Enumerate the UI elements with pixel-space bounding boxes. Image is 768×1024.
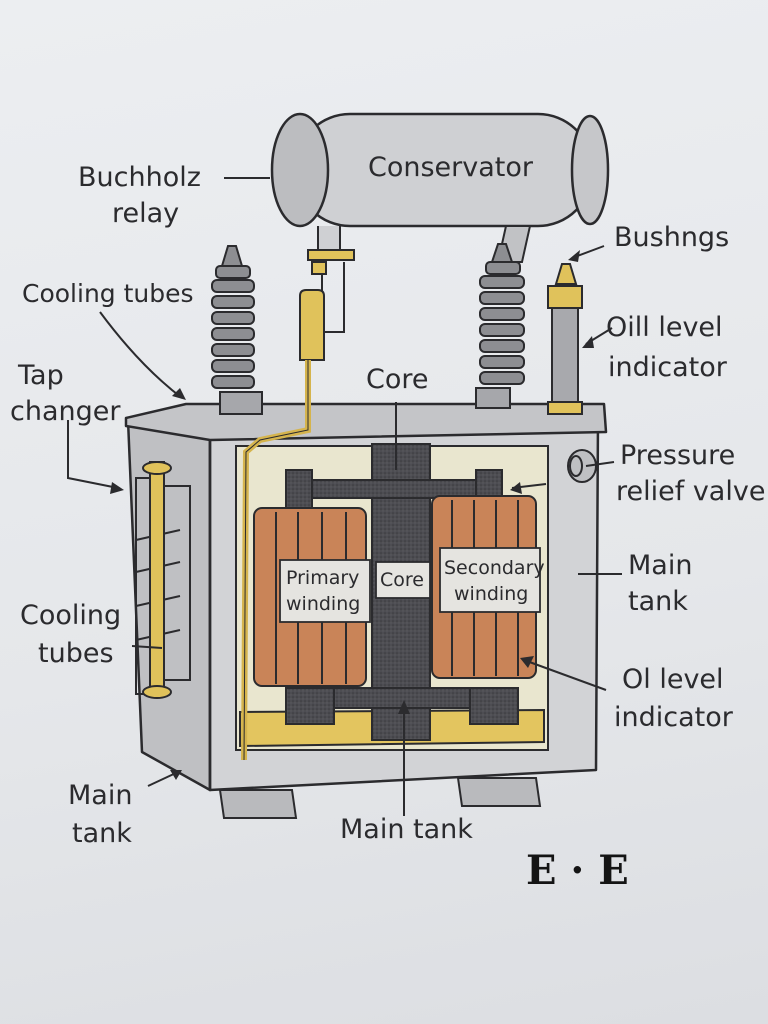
- tap-changer: [142, 461, 172, 699]
- secondary-winding-label-line2: winding: [454, 583, 528, 605]
- conservator: [270, 112, 610, 228]
- oil-level-indicator-top: [547, 263, 583, 415]
- buchholz-relay-label-line1: Buchholz: [78, 162, 201, 193]
- core-inner-label: Core: [380, 569, 424, 591]
- primary-winding-label-line1: Primary: [286, 567, 359, 589]
- primary-winding-label-line2: winding: [286, 593, 360, 615]
- buchholz-relay: [241, 249, 355, 761]
- oil-level-indicator-right-label-line2: indicator: [614, 702, 734, 733]
- core-top-label: Core: [366, 364, 429, 395]
- buchholz-relay-label-line2: relay: [112, 198, 179, 229]
- secondary-winding-label-line1: Secondary: [444, 557, 545, 579]
- pressure-relief-valve: [567, 449, 597, 483]
- arrow-heads: [110, 250, 594, 780]
- signature: E · E: [526, 847, 629, 894]
- oil-level-indicator-right-label-line1: Ol level: [622, 664, 724, 695]
- tap-changer-label-line2: changer: [10, 396, 121, 427]
- oil-level-indicator-top-label-line2: indicator: [608, 352, 728, 383]
- main-tank-left-label-line1: Main: [68, 780, 132, 811]
- cooling-tubes-left-label-line2: tubes: [38, 638, 114, 669]
- base-feet: [218, 777, 542, 819]
- bushings-label: Bushngs: [614, 222, 729, 253]
- conservator-label: Conservator: [368, 152, 534, 183]
- cooling-tubes-top-label: Cooling tubes: [22, 279, 194, 308]
- oil-level-indicator-top-label-line1: Oill level: [606, 312, 723, 343]
- pressure-relief-valve-label-line2: relief valve: [616, 476, 765, 507]
- cooling-tubes-left-label-line1: Cooling: [20, 600, 121, 631]
- tap-changer-label-line1: Tap: [17, 360, 64, 391]
- main-tank-left-label-line2: tank: [72, 818, 132, 849]
- inner-label-boxes: [279, 547, 541, 623]
- main-tank-right-label-line2: tank: [628, 586, 688, 617]
- bushing-left: [211, 245, 263, 415]
- main-tank-right-label-line1: Main: [628, 550, 692, 581]
- bushing-right: [475, 243, 525, 409]
- pressure-relief-valve-label-line1: Pressure: [620, 440, 735, 471]
- main-tank-bottom-label: Main tank: [340, 814, 473, 845]
